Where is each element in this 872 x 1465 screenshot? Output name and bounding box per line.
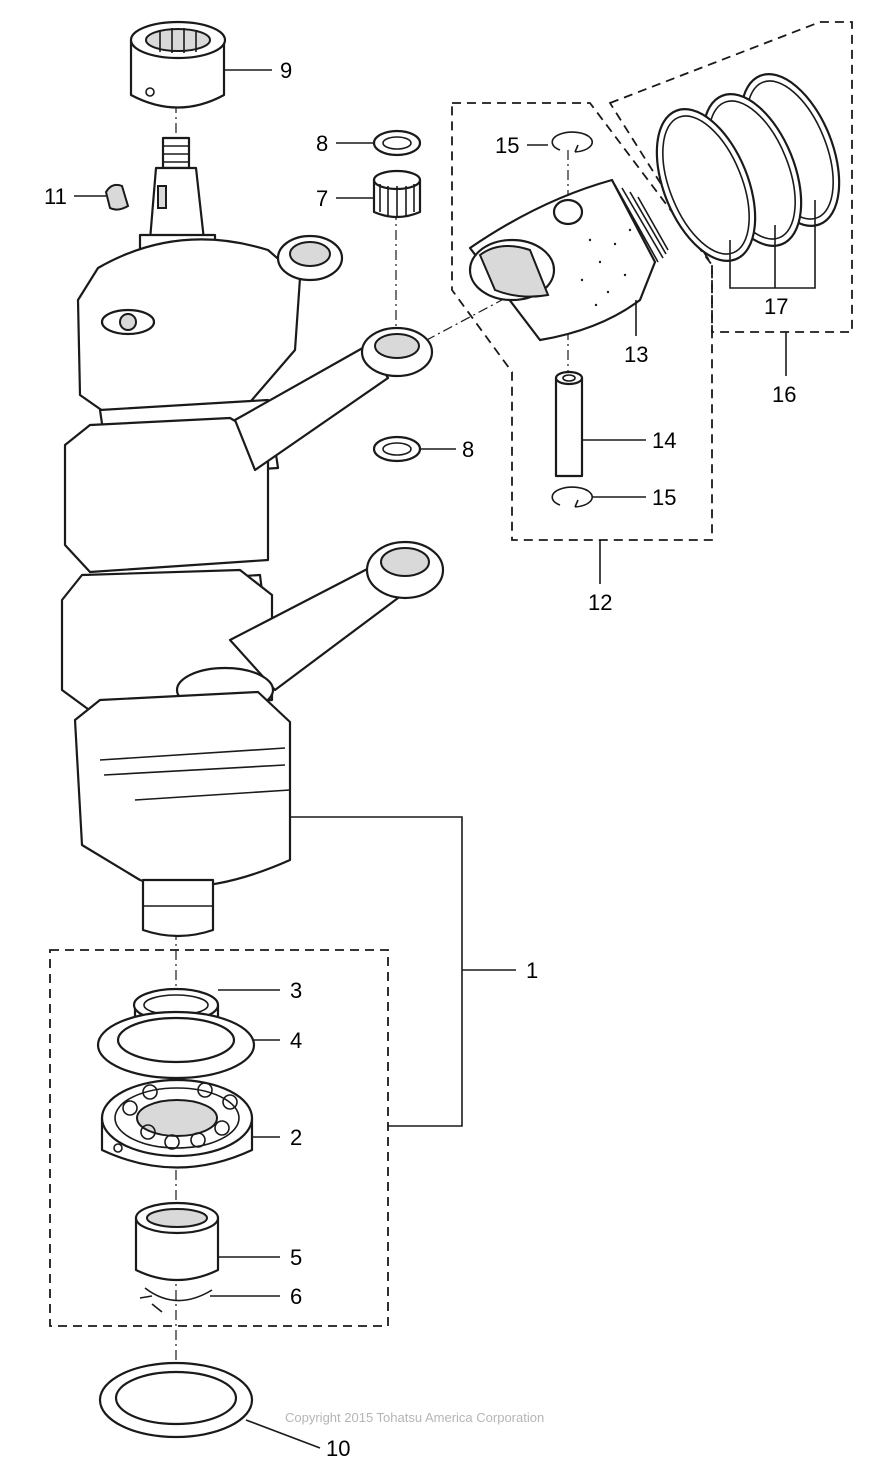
- leader-17: [729, 200, 816, 289]
- callout-15-upper: 15: [495, 133, 519, 158]
- callout-4: 4: [290, 1028, 302, 1053]
- callout-6: 6: [290, 1284, 302, 1309]
- callout-1: 1: [526, 958, 538, 983]
- snap-ring: [139, 1287, 213, 1313]
- callout-12: 12: [588, 590, 612, 615]
- piston-ring-set: [655, 73, 841, 262]
- callout-14: 14: [652, 428, 676, 453]
- piston-pin-circlip-lower: [551, 486, 594, 508]
- small-end-needle-bearing: [372, 169, 422, 219]
- leader-10: [245, 1419, 321, 1449]
- callout-9: 9: [280, 58, 292, 83]
- lower-roller-bearing: [134, 1201, 220, 1282]
- copyright-notice: Copyright 2015 Tohatsu America Corporati…: [285, 1410, 544, 1425]
- callout-7: 7: [316, 186, 328, 211]
- piston-pin-circlip-upper: [551, 131, 594, 153]
- crankshaft: [60, 136, 445, 938]
- woodruff-key: [104, 183, 130, 211]
- ring-set-group-box: [608, 21, 853, 333]
- lower-bearing-group-box: [49, 949, 389, 1327]
- callout-17: 17: [764, 294, 788, 319]
- piston-group-box: [451, 102, 713, 541]
- callout-5: 5: [290, 1245, 302, 1270]
- callout-15-lower: 15: [652, 485, 676, 510]
- shim-ring: [96, 1010, 256, 1080]
- callout-13: 13: [624, 342, 648, 367]
- upper-roller-bearing: [129, 20, 227, 109]
- thrust-washer-large: [98, 1361, 254, 1439]
- connecting-rod: [233, 326, 434, 472]
- piston: [468, 178, 669, 342]
- callout-3: 3: [290, 978, 302, 1003]
- thrust-washer-lower: [372, 435, 422, 463]
- thrust-washer-upper: [372, 129, 422, 157]
- callout-2: 2: [290, 1125, 302, 1150]
- piston-pin: [554, 370, 584, 478]
- callout-11: 11: [44, 184, 67, 209]
- callout-16: 16: [772, 382, 796, 407]
- leader-1: [290, 816, 463, 1127]
- callout-8-lower: 8: [462, 437, 474, 462]
- ball-bearing: [100, 1078, 254, 1169]
- callout-10: 10: [326, 1436, 350, 1461]
- callout-8-upper: 8: [316, 131, 328, 156]
